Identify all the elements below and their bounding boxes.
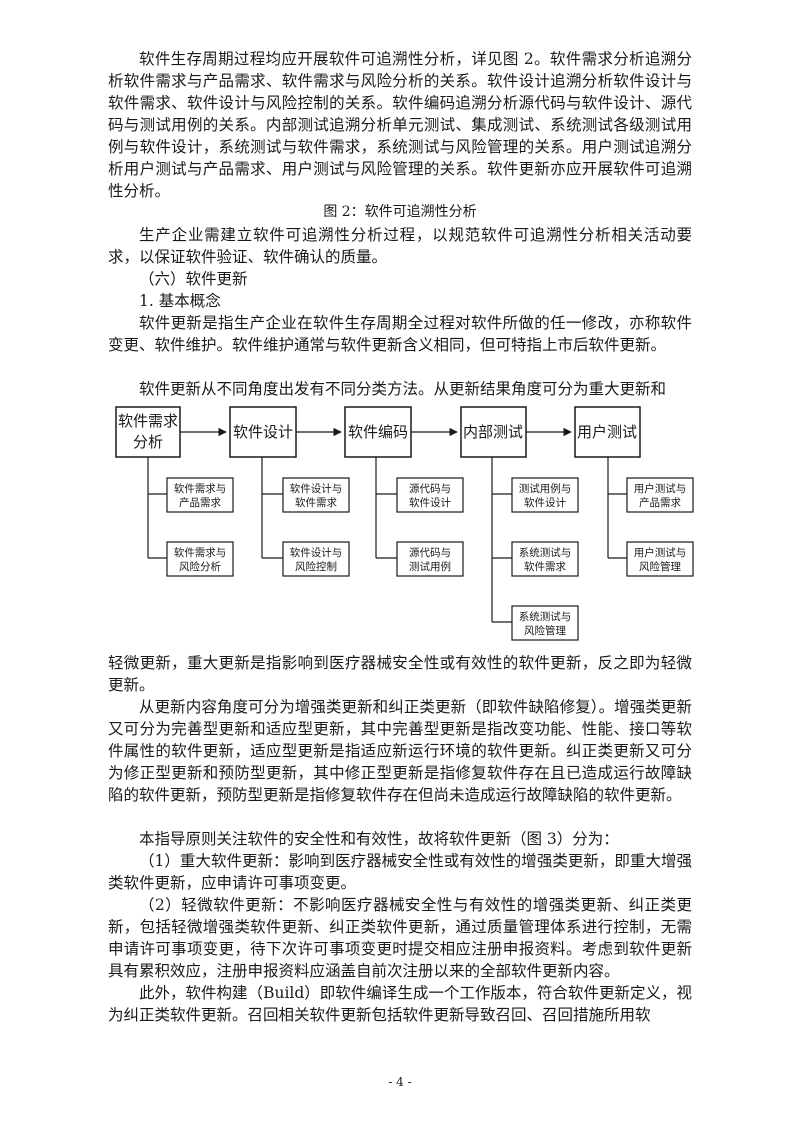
section-heading-software-update: （六）软件更新	[139, 270, 248, 288]
paragraph-minor-update-definition: （2）轻微软件更新：不影响医疗器械安全性与有效性的增强类更新、纠正类更新，包括轻…	[108, 896, 692, 980]
paragraph-traceability-overview: 软件生存周期过程均应开展软件可追溯性分析，详见图 2。软件需求分析追溯分析软件需…	[108, 50, 692, 200]
page-number: - 4 -	[388, 1075, 412, 1089]
item-d1-line1: 测试用例与	[519, 482, 572, 495]
item-a1-line2: 产品需求	[179, 496, 221, 509]
stage-label-design: 软件设计	[233, 423, 293, 441]
paragraph-update-definition: 软件更新是指生产企业在软件生存周期全过程对软件所做的任一修改，亦称软件变更、软件…	[108, 314, 692, 354]
paragraph-software-build: 此外，软件构建（Build）即软件编译生成一个工作版本，符合软件更新定义，视为纠…	[108, 984, 692, 1024]
item-box-d1	[511, 477, 579, 513]
stage-label-requirements-line1: 软件需求	[118, 412, 178, 430]
item-d2-line1: 系统测试与	[519, 546, 572, 559]
item-d3-line1: 系统测试与	[519, 610, 572, 623]
connector-stage-5	[607, 457, 627, 559]
connector-stage-1	[147, 457, 167, 559]
item-c1-line2: 软件设计	[409, 496, 451, 509]
item-a1-line1: 软件需求与	[174, 482, 227, 495]
item-c1-line1: 源代码与	[409, 482, 451, 495]
item-c2-line1: 源代码与	[409, 546, 451, 559]
paragraph-guideline-focus: 本指导原则关注软件的安全性和有效性，故将软件更新（图 3）分为：	[139, 830, 619, 848]
connector-stage-3	[375, 457, 397, 559]
item-e2-line2: 风险管理	[639, 560, 681, 573]
item-d3-line2: 风险管理	[524, 624, 566, 637]
item-e1-line1: 用户测试与	[634, 482, 687, 495]
item-d1-line2: 软件设计	[524, 496, 566, 509]
item-e2-line1: 用户测试与	[634, 546, 687, 559]
item-b1-line1: 软件设计与	[290, 482, 343, 495]
stage-label-requirements-line2: 分析	[133, 433, 163, 451]
item-a2-line1: 软件需求与	[174, 546, 227, 559]
paragraph-minor-update: 轻微更新，重大更新是指影响到医疗器械安全性或有效性的软件更新，反之即为轻微更新。	[108, 654, 692, 694]
item-box-c1	[396, 477, 464, 513]
figure-2-caption: 图 2：软件可追溯性分析	[323, 204, 477, 220]
connector-stage-2	[261, 457, 283, 559]
item-b2-line1: 软件设计与	[290, 546, 343, 559]
paragraph-update-classification: 软件更新从不同角度出发有不同分类方法。从更新结果角度可分为重大更新和	[139, 380, 667, 398]
stage-box-user-testing	[574, 406, 641, 458]
paragraph-update-content-types: 从更新内容角度可分为增强类更新和纠正类更新（即软件缺陷修复）。增强类更新又可分为…	[108, 698, 692, 804]
item-box-b1	[282, 477, 350, 513]
item-d2-line2: 软件需求	[524, 560, 566, 573]
item-box-c2	[396, 541, 464, 577]
item-box-e1	[626, 477, 694, 513]
item-b1-line2: 软件需求	[295, 496, 337, 509]
item-c2-line2: 测试用例	[409, 560, 451, 573]
item-box-e2	[626, 541, 694, 577]
stage-box-design	[229, 406, 297, 458]
stage-label-internal-testing: 内部测试	[463, 423, 523, 441]
item-box-a2	[166, 541, 234, 577]
item-box-a1	[166, 477, 234, 513]
stage-box-internal-testing	[460, 406, 527, 458]
paragraph-major-update: （1）重大软件更新：影响到医疗器械安全性或有效性的增强类更新，即重大增强类软件更…	[108, 852, 692, 892]
item-box-d2	[511, 541, 579, 577]
stage-box-requirements	[115, 406, 181, 458]
stage-label-user-testing: 用户测试	[577, 423, 637, 441]
item-e1-line2: 产品需求	[639, 496, 681, 509]
stage-box-coding	[344, 406, 412, 458]
paragraph-traceability-process: 生产企业需建立软件可追溯性分析过程，以规范软件可追溯性分析相关活动要求，以保证软…	[108, 226, 692, 266]
item-b2-line2: 风险控制	[295, 560, 337, 573]
item-box-b2	[282, 541, 350, 577]
item-box-d3	[511, 605, 579, 641]
connector-stage-4	[491, 457, 512, 623]
subsection-heading-basic-concepts: 1. 基本概念	[139, 292, 221, 310]
item-a2-line2: 风险分析	[179, 560, 221, 573]
stage-label-coding: 软件编码	[348, 423, 408, 441]
